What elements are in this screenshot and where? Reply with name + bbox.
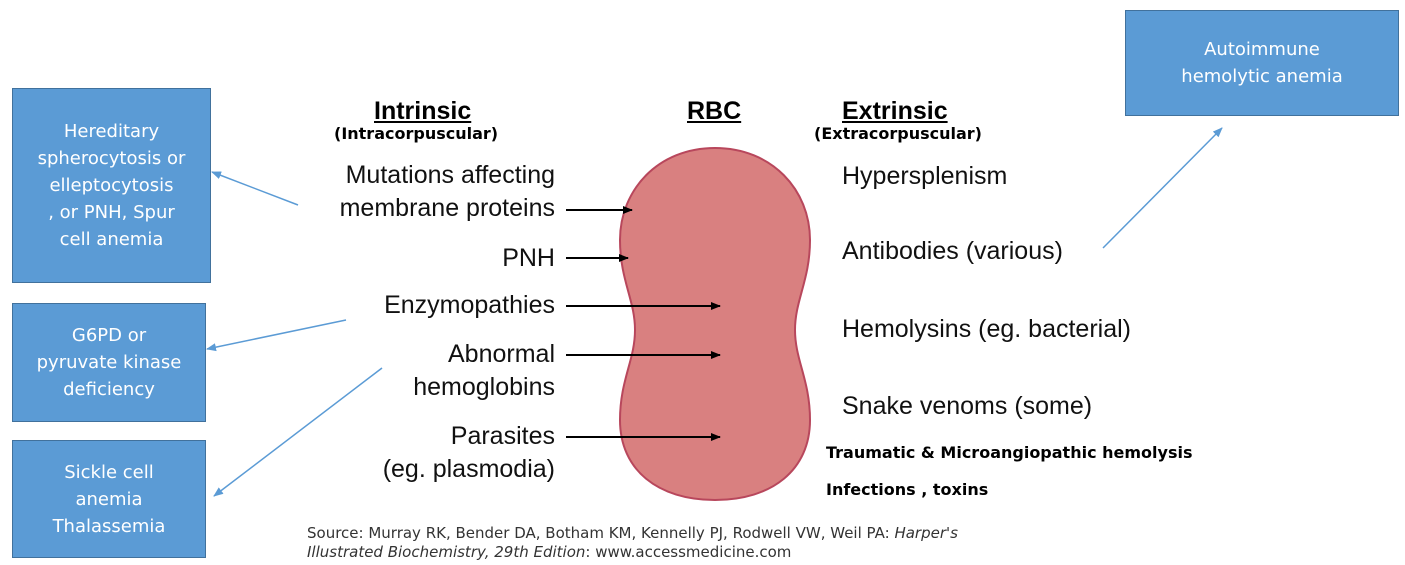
heading-intrinsic: Intrinsic xyxy=(374,97,471,126)
connector-antibodies-to-autoimmune-box xyxy=(1103,128,1222,248)
box-g6pd-line-3: deficiency xyxy=(37,376,182,403)
label-snake-venoms: Snake venoms (some) xyxy=(842,390,1092,423)
heading-rbc: RBC xyxy=(687,97,741,126)
rbc-cell-shape xyxy=(620,148,810,500)
subheading-intracorpuscular: (Intracorpuscular) xyxy=(334,124,498,143)
box-sickle-line-1: Sickle cell xyxy=(53,459,166,486)
label-hypersplenism: Hypersplenism xyxy=(842,160,1007,193)
box-sickle-line-3: Thalassemia xyxy=(53,513,166,540)
subheading-extracorpuscular: (Extracorpuscular) xyxy=(814,124,982,143)
box-sickle-line-2: anemia xyxy=(53,486,166,513)
label-enzymopathies: Enzymopathies xyxy=(384,289,555,322)
label-hemoglobins: hemoglobins xyxy=(413,371,555,404)
label-hemolysins: Hemolysins (eg. bacterial) xyxy=(842,313,1131,346)
label-infections-toxins: Infections , toxins xyxy=(826,480,988,499)
heading-extrinsic: Extrinsic xyxy=(842,97,948,126)
box-g6pd-line-2: pyruvate kinase xyxy=(37,349,182,376)
box-autoimmune-line-2: hemolytic anemia xyxy=(1181,63,1342,90)
source-citation: Source: Murray RK, Bender DA, Botham KM,… xyxy=(307,524,958,562)
label-antibodies: Antibodies (various) xyxy=(842,235,1063,268)
label-eg-plasmodia: (eg. plasmodia) xyxy=(383,453,555,486)
source-suffix: : www.accessmedicine.com xyxy=(585,543,791,561)
box-autoimmune: Autoimmune hemolytic anemia xyxy=(1125,10,1399,116)
connector-enzymopathies-to-g6pd-box xyxy=(207,320,346,349)
label-abnormal: Abnormal xyxy=(448,338,555,371)
box-g6pd-line-1: G6PD or xyxy=(37,322,182,349)
source-italic-1: Harper's xyxy=(894,524,958,542)
box-hereditary-line-4: , or PNH, Spur xyxy=(38,199,186,226)
source-prefix: Source: Murray RK, Bender DA, Botham KM,… xyxy=(307,524,894,542)
label-membrane-proteins: membrane proteins xyxy=(340,192,555,225)
box-hereditary-line-1: Hereditary xyxy=(38,118,186,145)
label-pnh: PNH xyxy=(502,242,555,275)
box-hereditary: Hereditary spherocytosis or elleptocytos… xyxy=(12,88,211,283)
box-g6pd: G6PD or pyruvate kinase deficiency xyxy=(12,303,206,422)
label-parasites: Parasites xyxy=(451,420,555,453)
connector-mutations-to-hereditary-box xyxy=(212,172,298,205)
box-hereditary-line-5: cell anemia xyxy=(38,226,186,253)
box-hereditary-line-2: spherocytosis or xyxy=(38,145,186,172)
box-autoimmune-line-1: Autoimmune xyxy=(1181,36,1342,63)
connector-abnormal-hemoglobins-to-sickle-box xyxy=(214,368,382,496)
source-italic-2: Illustrated Biochemistry, 29th Edition xyxy=(307,543,585,561)
box-sickle: Sickle cell anemia Thalassemia xyxy=(12,440,206,558)
label-traumatic-microangiopathic: Traumatic & Microangiopathic hemolysis xyxy=(826,443,1192,462)
label-mutations-affecting: Mutations affecting xyxy=(346,159,555,192)
box-hereditary-line-3: elleptocytosis xyxy=(38,172,186,199)
